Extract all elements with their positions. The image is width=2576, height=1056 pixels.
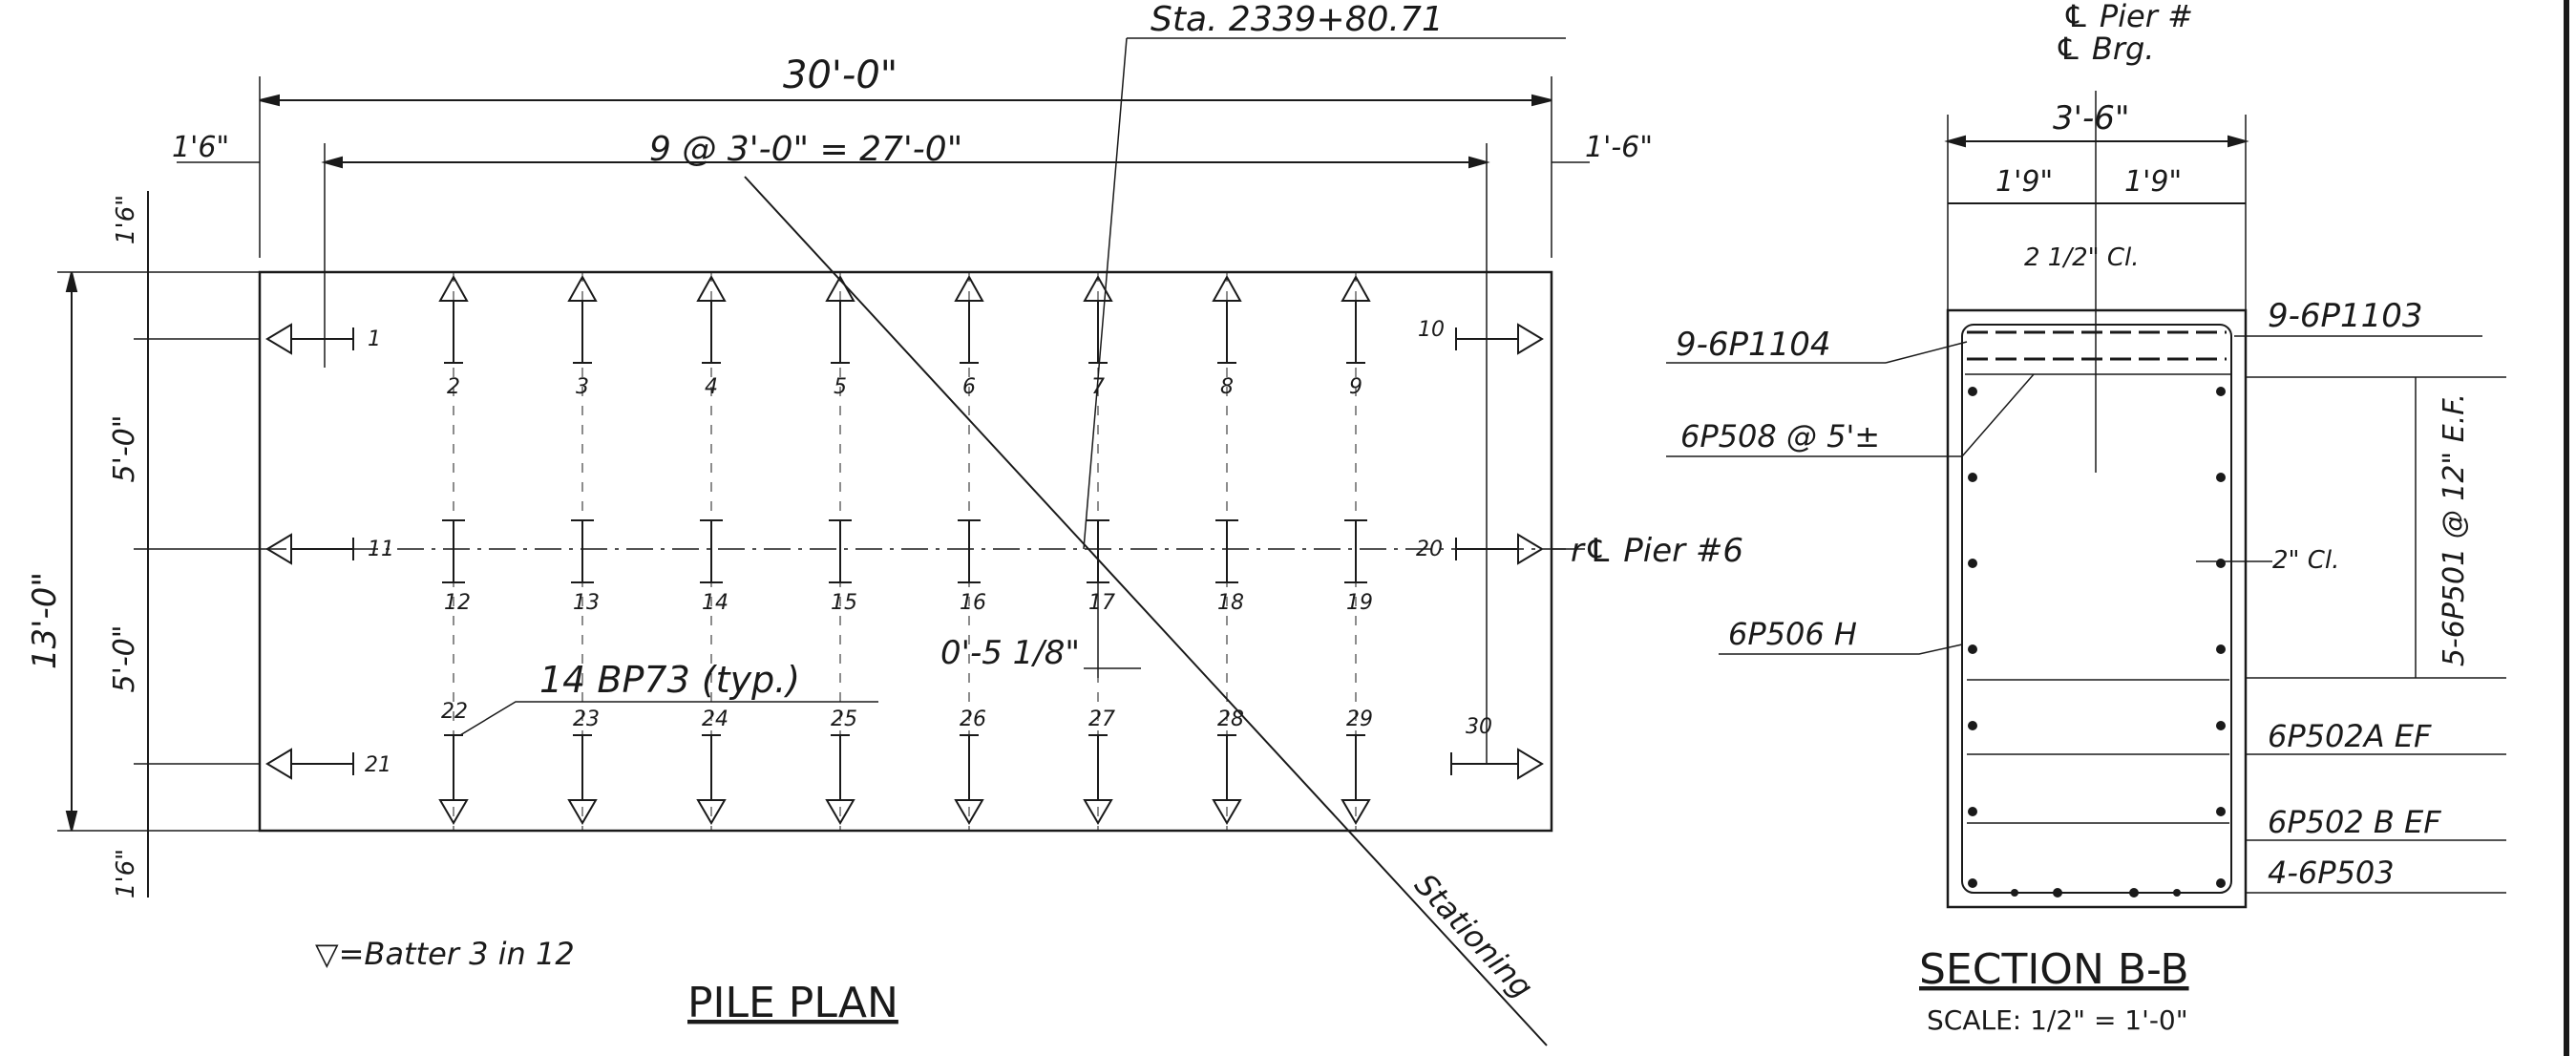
pile-number: 17 (1088, 591, 1115, 615)
station-leader (1083, 37, 1128, 550)
pile-number: 18 (1217, 591, 1244, 615)
pile-number: 5 (834, 375, 847, 399)
stationing-label: Stationing (1407, 867, 1540, 1005)
pile-number: 20 (1416, 538, 1443, 561)
pile-number: 19 (1346, 591, 1373, 615)
section-scale: SCALE: 1/2" = 1'-0" (1927, 1004, 2188, 1036)
section-outline (1946, 308, 2248, 909)
pile-number: 8 (1220, 375, 1234, 399)
row-spacing-lower-label: 5'-0" (108, 624, 141, 692)
pile-number: 22 (441, 700, 468, 724)
pile-number: 16 (960, 591, 986, 615)
arrow-spacing-right (1468, 156, 1490, 169)
pile-number: 23 (573, 708, 600, 731)
pile-number: 24 (702, 708, 728, 731)
pile-numbers: 1 2 3 4 5 6 7 8 9 10 11 12 13 14 15 16 1… (365, 318, 1492, 777)
leader-top-left-tip (1885, 341, 1968, 364)
pile-number: 9 (1349, 375, 1362, 399)
pile-row-bottom (438, 734, 1371, 825)
pile-number: 28 (1217, 708, 1244, 731)
bar-bottom-label: 4-6P503 (2268, 855, 2395, 891)
arrow-depth-bottom (65, 811, 78, 832)
pile-plan-title: PILE PLAN (687, 979, 898, 1027)
pile-note-label: 14 BP73 (typ.) (539, 659, 800, 701)
footing-outline (258, 270, 1553, 833)
side-clear-label: 2" Cl. (2272, 546, 2339, 575)
pile-number: 11 (368, 538, 394, 561)
bar-hoop-label: 6P506 H (1728, 616, 1857, 652)
pile-number: 14 (702, 591, 728, 615)
arrow-left (259, 94, 280, 107)
edge-top-label: 1'6" (112, 195, 140, 244)
pile-number: 13 (573, 591, 600, 615)
pile-end-left (265, 323, 354, 780)
pile-number: 2 (447, 375, 460, 399)
pile-row-middle (442, 519, 1367, 583)
overall-depth-label: 13'-0" (26, 572, 64, 669)
pile-number: 21 (365, 753, 391, 777)
pile-number: 3 (576, 375, 589, 399)
pile-number: 15 (831, 591, 857, 615)
leader-bent-bar (1666, 373, 2035, 457)
half-right-label: 1'9" (2124, 165, 2182, 199)
arrow-spacing-left (321, 156, 343, 169)
leader-hoop (1719, 644, 1963, 655)
arrow-depth-top (65, 271, 78, 292)
pile-number: 6 (962, 375, 976, 399)
pier-label: ℄ Pier # (2062, 0, 2193, 34)
row-spacing-upper-label: 5'-0" (108, 414, 141, 482)
pile-plan (57, 37, 1590, 1046)
pile-row-top (438, 274, 1371, 364)
overall-width-label: 30'-0" (783, 53, 897, 97)
section-width-label: 3'-6" (2053, 99, 2130, 137)
top-clear-label: 2 1/2" Cl. (2024, 243, 2140, 272)
pile-number: 12 (444, 591, 471, 615)
bar-stirrup-a-label: 6P502A EF (2268, 718, 2432, 754)
pile-number: 7 (1091, 375, 1105, 399)
offset-label: 0'-5 1/8" (940, 634, 1080, 672)
pile-number: 26 (960, 708, 986, 731)
edge-right-label: 1'-6" (1585, 131, 1653, 164)
bar-top-left-label: 9-6P1104 (1676, 326, 1831, 364)
pile-column-gridlines (453, 272, 1357, 831)
bar-top-right-label: 9-6P1103 (2268, 297, 2423, 335)
pile-number: 25 (831, 708, 857, 731)
station-label: Sta. 2339+80.71 (1151, 0, 1444, 39)
arrow (2228, 135, 2249, 148)
pile-plan-labels: 30'-0" 9 @ 3'-0" = 27'-0" 1'6" 1'-6" Sta… (26, 0, 1743, 1027)
bar-bent-label: 6P508 @ 5'± (1680, 418, 1880, 454)
pile-end-right (1450, 323, 1544, 780)
edge-bottom-label: 1'6" (112, 849, 140, 898)
pile-note-leader (459, 701, 878, 736)
pile-number: 27 (1088, 708, 1115, 731)
stirrup-cage (1961, 324, 2232, 894)
pier-centerline-label: r℄ Pier #6 (1571, 532, 1743, 570)
bar-stirrup-b-label: 6P502 B EF (2268, 804, 2441, 840)
section-title: SECTION B-B (1919, 945, 2189, 994)
stationing-line (744, 176, 1548, 1046)
pile-spacing-label: 9 @ 3'-0" = 27'-0" (649, 130, 962, 169)
section-b-b (1666, 91, 2506, 909)
batter-note-label: ▽=Batter 3 in 12 (315, 936, 575, 972)
rebar-dots (1968, 387, 2226, 898)
edge-left-label: 1'6" (172, 131, 229, 164)
half-left-label: 1'9" (1995, 165, 2053, 199)
pile-number: 29 (1346, 708, 1373, 731)
pile-number: 10 (1418, 318, 1445, 342)
pile-number: 1 (368, 327, 381, 351)
section-labels: ℄ Pier # ℄ Brg. 3'-6" 1'9" 1'9" 2 1/2" C… (1676, 0, 2471, 1036)
arrow-right (1531, 94, 1552, 107)
pile-number: 4 (705, 375, 718, 399)
bar-vertical-label: 5-6P501 @ 12" E.F. (2438, 393, 2471, 666)
arrow (1944, 135, 1966, 148)
pile-number: 30 (1466, 715, 1492, 739)
brg-label: ℄ Brg. (2055, 31, 2154, 67)
